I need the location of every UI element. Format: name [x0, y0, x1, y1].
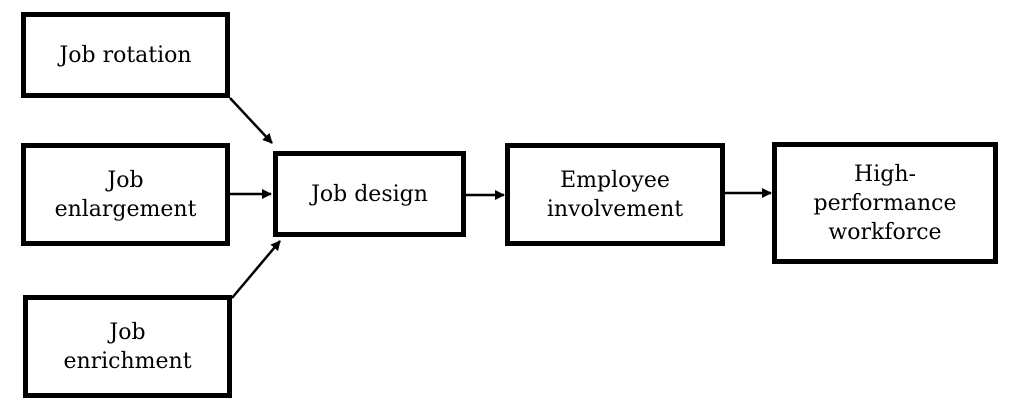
node-job-enrichment-label: Job enrichment	[63, 319, 192, 374]
arrow-rotation-to-design	[229, 97, 273, 144]
node-high-performance-workforce: High- performance workforce	[772, 142, 998, 264]
node-high-performance-workforce-label: High- performance workforce	[813, 161, 957, 245]
node-job-enlargement-label: Job enlargement	[54, 167, 197, 222]
node-job-design: Job design	[273, 151, 466, 237]
node-job-rotation-label: Job rotation	[59, 42, 192, 68]
node-job-rotation: Job rotation	[21, 12, 230, 98]
node-employee-involvement-label: Employee involvement	[546, 167, 684, 222]
arrow-enrichment-to-design	[231, 240, 281, 299]
node-employee-involvement: Employee involvement	[505, 143, 725, 246]
node-job-enlargement: Job enlargement	[21, 143, 230, 246]
node-job-enrichment: Job enrichment	[23, 295, 232, 398]
node-job-design-label: Job design	[311, 181, 428, 207]
